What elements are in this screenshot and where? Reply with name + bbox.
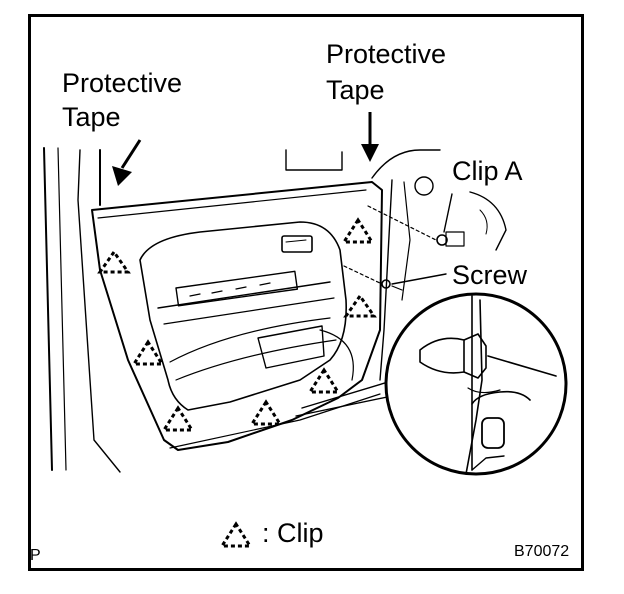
corner-mark: P <box>30 547 41 564</box>
figure-code: B70072 <box>514 543 570 560</box>
clip-legend-label: : Clip <box>262 518 324 548</box>
clip-marker <box>249 399 283 426</box>
protective-tape-label-right: Protective Tape <box>326 39 447 105</box>
down-arrow-icon <box>112 139 142 186</box>
clip-marker <box>97 249 131 274</box>
body-line <box>43 147 53 471</box>
down-arrow-icon <box>361 112 379 162</box>
diagram-frame <box>28 14 584 571</box>
clip-marker <box>343 293 377 318</box>
clip-a-label: Clip A <box>452 156 523 186</box>
door-panel-outline <box>91 181 383 451</box>
protective-tape-label-left: Protective Tape <box>62 68 183 132</box>
detail-magnifier <box>384 292 568 476</box>
screw-label: Screw <box>452 260 528 290</box>
clip-marker <box>341 217 375 244</box>
dashed-triangle-icon <box>219 521 253 548</box>
clip-marker <box>161 405 195 432</box>
clip-marker <box>307 367 341 394</box>
